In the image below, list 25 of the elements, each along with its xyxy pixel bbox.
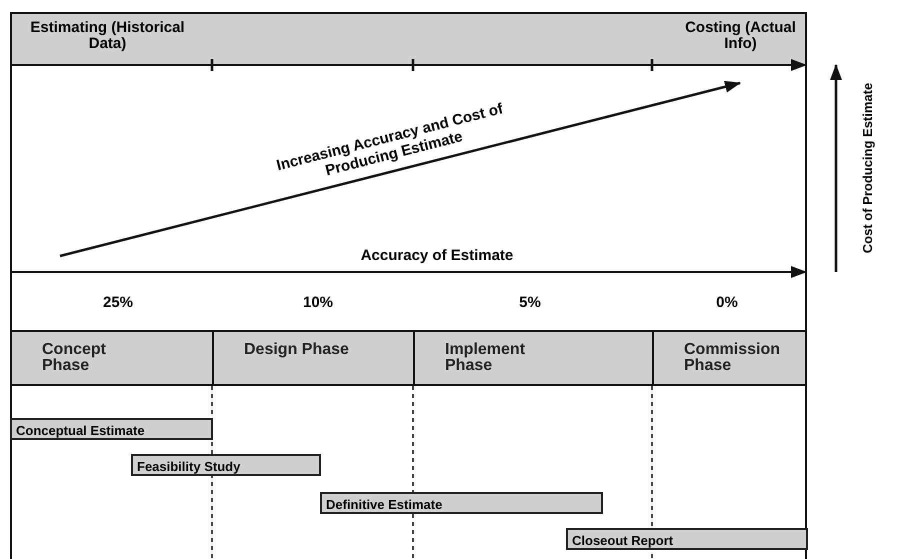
phase-label: Implement Phase: [445, 342, 526, 374]
axis-label: 5%: [519, 294, 541, 312]
phase-label: Commission Phase: [684, 342, 782, 374]
axis-label: 0%: [716, 294, 738, 312]
header-text: Costing (Actual Info): [684, 20, 797, 52]
phase-box: [652, 330, 807, 386]
header-text: Estimating (Historical Data): [29, 20, 186, 52]
activity-label: Closeout Report: [572, 533, 674, 548]
header-band: [10, 12, 807, 66]
activity-bar: [566, 528, 808, 550]
phase-box: [413, 330, 654, 386]
phase-label: Concept Phase: [42, 342, 107, 374]
activity-bar: [131, 454, 321, 476]
axis-label: Accuracy of Estimate: [360, 248, 514, 264]
axis-label: 10%: [302, 294, 334, 312]
activity-label: Conceptual Estimate: [16, 423, 145, 438]
activity-label: Definitive Estimate: [326, 497, 442, 512]
axis-label: 25%: [102, 294, 134, 312]
activity-label: Feasibility Study: [137, 459, 240, 474]
rotated-label: Cost of Producing Estimate: [860, 82, 876, 254]
phase-box: [10, 330, 214, 386]
phase-label: Design Phase: [244, 342, 350, 358]
activity-bar: [320, 492, 603, 514]
phase-box: [212, 330, 415, 386]
activity-bar: [10, 418, 213, 440]
